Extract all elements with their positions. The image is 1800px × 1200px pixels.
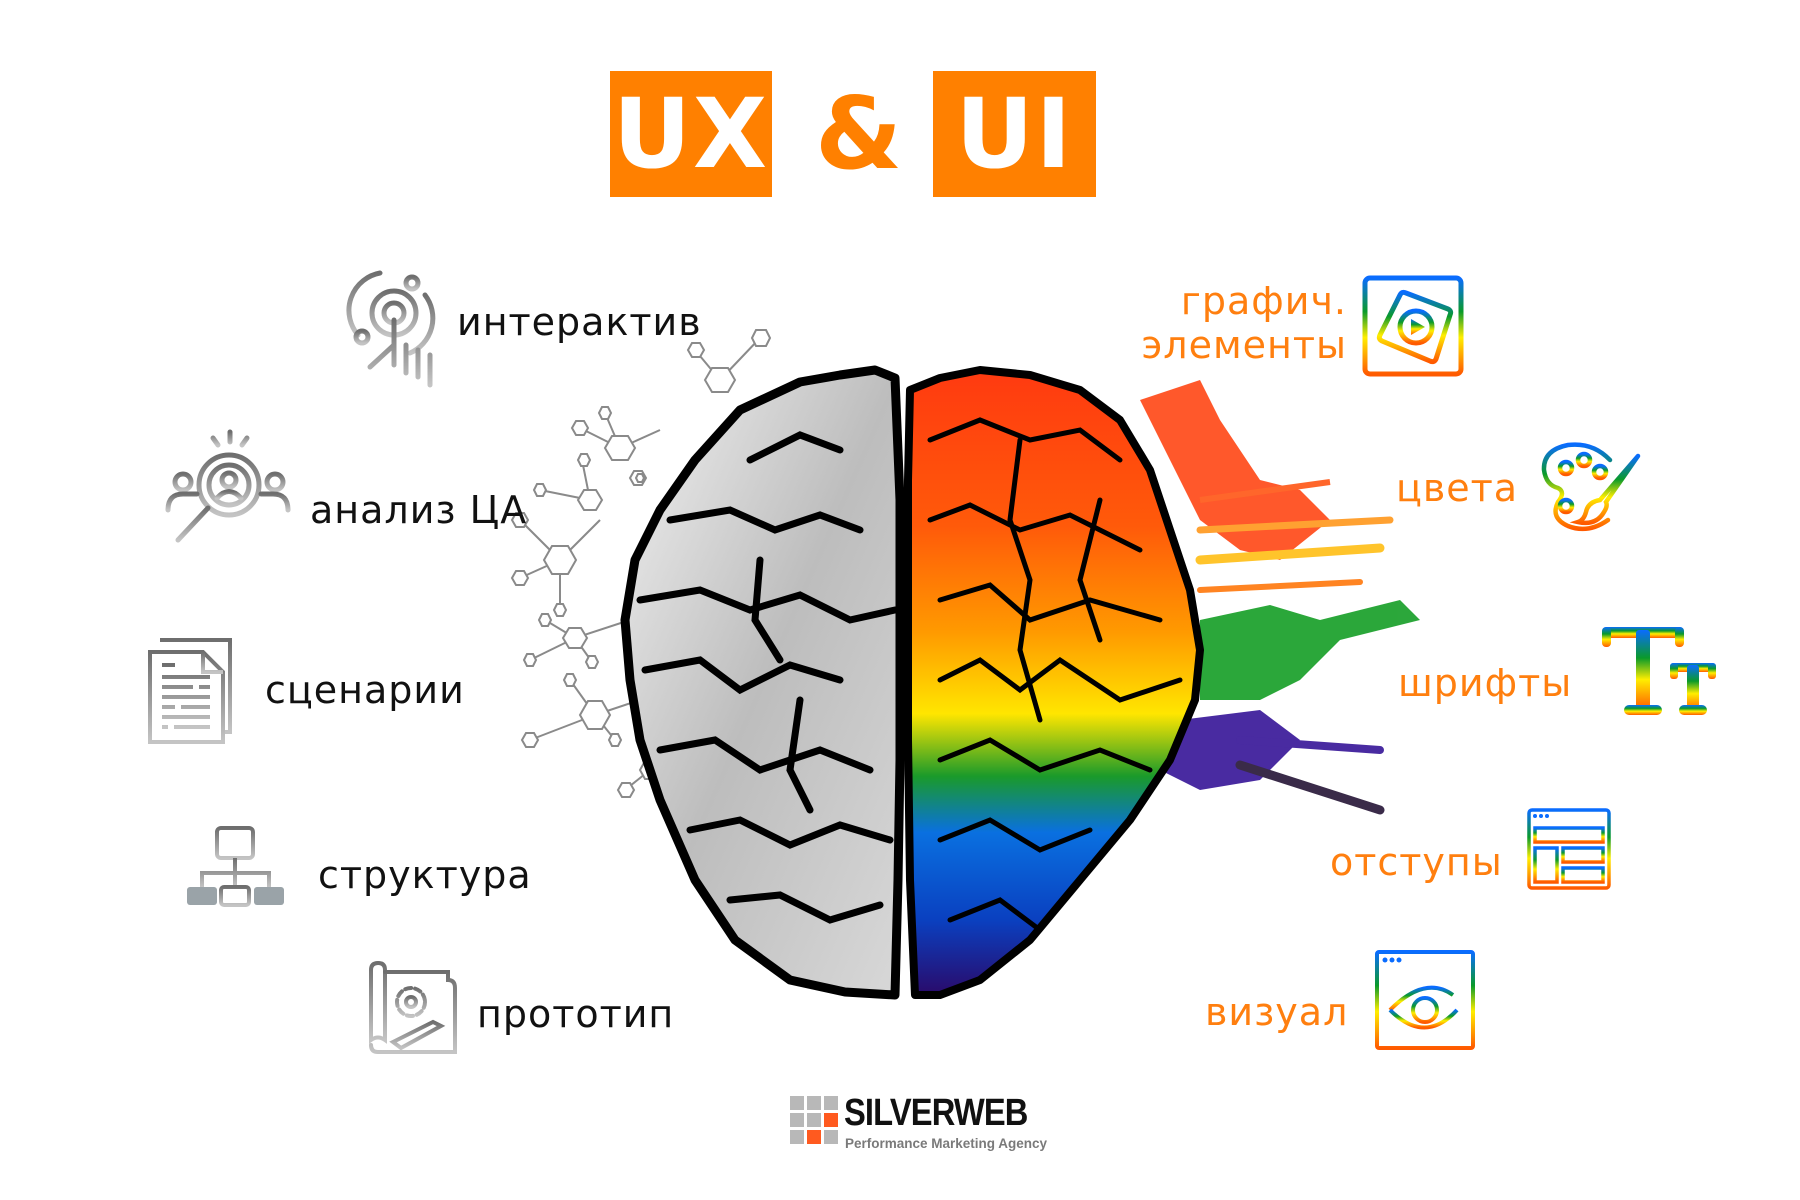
ux-item-structure: структура	[187, 825, 547, 910]
ui-label-colors: цвета	[1396, 466, 1519, 510]
ui-item-colors: цвета	[1390, 440, 1650, 532]
ux-item-scenarios: сценарии	[145, 632, 505, 747]
ui-label-fonts: шрифты	[1398, 661, 1573, 705]
ui-label-visual: визуал	[1205, 990, 1349, 1034]
sitemap-structure-icon	[187, 826, 284, 907]
visual-eye-icon	[1375, 950, 1475, 1050]
ux-item-interactive: интерактив	[346, 265, 710, 388]
ui-label-graphic-elements-line1: графич.	[1180, 279, 1347, 323]
brain-illustration	[500, 320, 1420, 1040]
ux-label-structure: структура	[318, 853, 532, 897]
blueprint-prototype-icon	[369, 960, 457, 1054]
layout-spacing-icon	[1527, 808, 1611, 890]
ui-item-fonts: шрифты	[1390, 625, 1720, 717]
ux-label-audience-analysis: анализ ЦА	[310, 488, 528, 532]
documents-icon	[148, 638, 232, 744]
graphic-elements-play-icon	[1362, 275, 1464, 377]
touch-interaction-icon	[346, 270, 436, 388]
fonts-tt-icon	[1602, 627, 1716, 715]
ux-title-badge: UX	[610, 71, 772, 197]
silverweb-logo	[790, 1096, 1070, 1156]
brand-tagline: Performance Marketing Agency	[845, 1136, 1048, 1151]
ux-label-interactive: интерактив	[457, 300, 702, 344]
ux-label-prototype: прототип	[477, 992, 675, 1036]
ux-item-prototype: прототип	[363, 960, 703, 1060]
ui-item-spacing: отступы	[1325, 808, 1615, 890]
right-hemisphere	[904, 366, 1204, 999]
ui-label-spacing: отступы	[1330, 840, 1503, 884]
ui-item-graphic-elements: графич. элементы	[1120, 275, 1465, 377]
brand-name: SILVERWEB	[844, 1092, 1028, 1134]
paint-splatter	[1140, 380, 1420, 815]
ui-item-visual: визуал	[1200, 950, 1480, 1052]
logo-grid-icon	[790, 1096, 838, 1144]
ux-label-scenarios: сценарии	[265, 668, 465, 712]
ui-label-graphic-elements-line2: элементы	[1141, 323, 1347, 367]
ui-title-badge: UI	[933, 71, 1096, 197]
color-palette-icon	[1541, 442, 1641, 532]
audience-analysis-icon	[165, 429, 291, 543]
ux-item-audience-analysis: анализ ЦА	[163, 429, 563, 550]
ampersand: &	[815, 75, 903, 192]
